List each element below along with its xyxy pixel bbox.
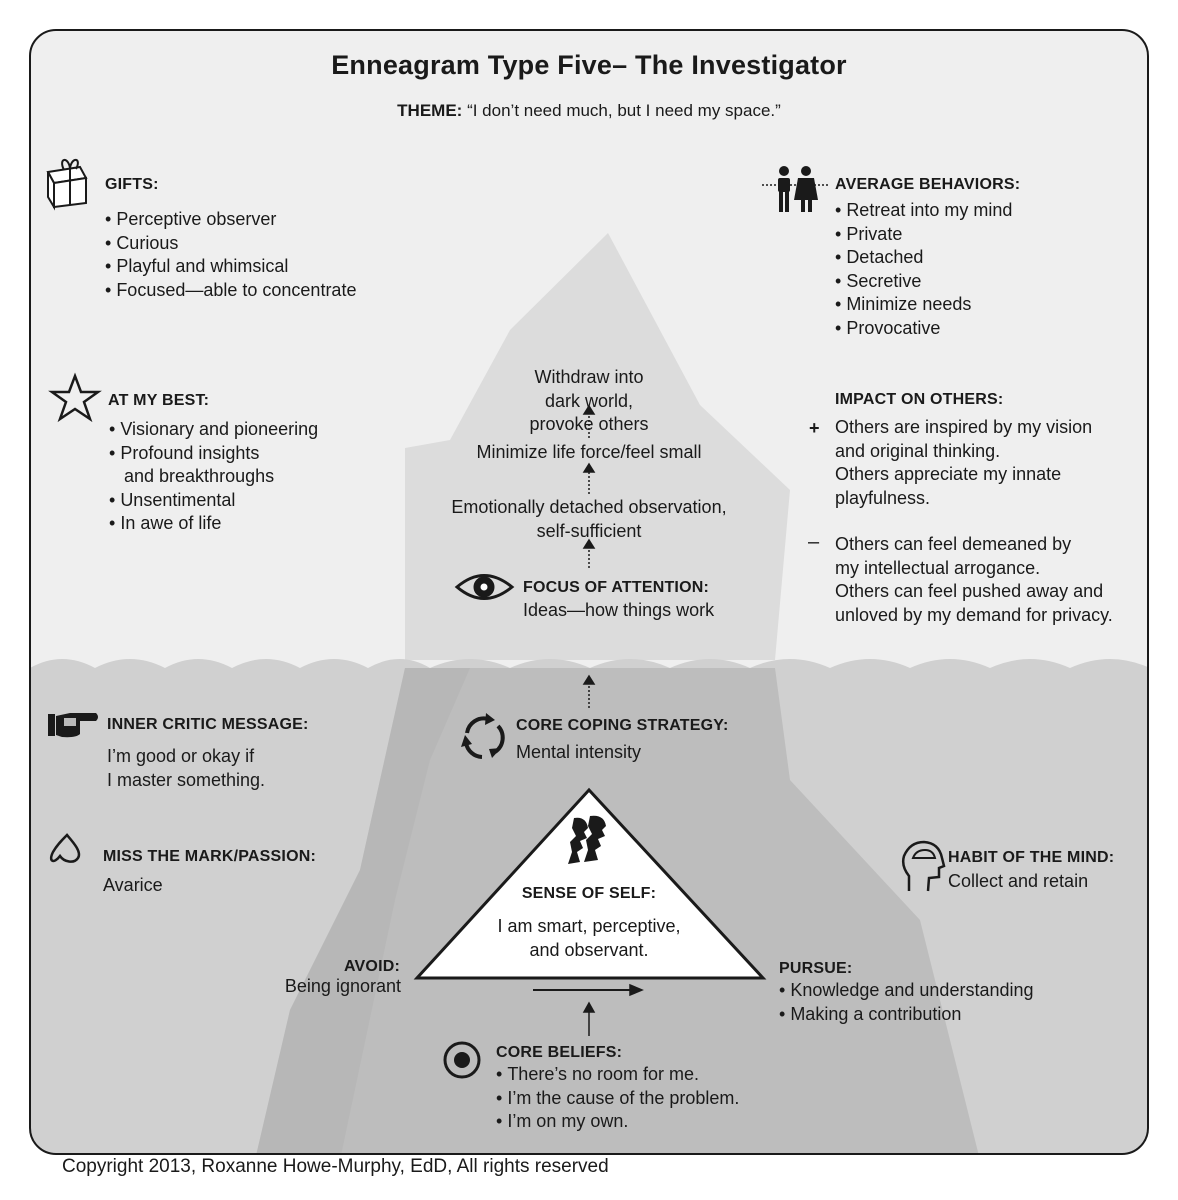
- core-beliefs-list: There’s no room for me. I’m the cause of…: [496, 1063, 739, 1134]
- progression-top: Withdraw into dark world, provoke others: [469, 366, 709, 437]
- list-item: and breakthroughs: [124, 466, 275, 486]
- miss-mark-text: Avarice: [103, 875, 163, 895]
- list-item: • Visionary and pioneering: [109, 419, 319, 439]
- list-item: I’m on my own.: [496, 1110, 739, 1134]
- impact-line: Others can feel demeaned by: [835, 534, 1072, 554]
- gifts-heading: GIFTS:: [105, 176, 159, 193]
- list-item: Knowledge and understanding: [779, 979, 1033, 1003]
- list-item: There’s no room for me.: [496, 1063, 739, 1087]
- list-item: Private: [835, 223, 1012, 247]
- sense-of-self-heading: SENSE OF SELF:: [521, 885, 657, 902]
- copyright: Copyright 2013, Roxanne Howe-Murphy, EdD…: [62, 1156, 609, 1177]
- list-item: • In awe of life: [109, 513, 222, 533]
- impact-positive: Others are inspired by my vision and ori…: [835, 416, 1092, 510]
- impact-line: playfulness.: [835, 487, 931, 508]
- list-item: Perceptive observer: [105, 208, 356, 232]
- page-title: Enneagram Type Five– The Investigator: [331, 50, 847, 80]
- inner-critic-line: I’m good or okay if: [107, 746, 255, 766]
- heart-icon: [49, 833, 81, 863]
- list-item: Making a contribution: [779, 1003, 1034, 1027]
- list-item: Minimize needs: [835, 293, 1012, 317]
- target-icon: [443, 1041, 481, 1079]
- impact-negative: Others can feel demeaned by my intellect…: [835, 533, 1113, 627]
- list-item: I’m the cause of the problem.: [496, 1087, 739, 1111]
- sense-of-self-triangle: [413, 787, 767, 980]
- frame-border: [29, 29, 1149, 1155]
- list-item: Provocative: [835, 317, 1012, 341]
- avoid-heading: AVOID:: [343, 958, 400, 975]
- star-icon: [48, 372, 102, 423]
- list-item: Secretive: [835, 270, 1012, 294]
- impact-heading: IMPACT ON OTHERS:: [835, 391, 1004, 408]
- at-my-best-list: • Visionary and pioneering • Profound in…: [109, 418, 318, 536]
- progression-line: self-sufficient: [536, 520, 642, 541]
- list-item: Playful and whimsical: [105, 255, 356, 279]
- list-item: Retreat into my mind: [835, 199, 1012, 223]
- progression-line: provoke others: [529, 414, 649, 434]
- focus-text: Ideas—how things work: [523, 600, 715, 620]
- habit-heading: HABIT OF THE MIND:: [948, 849, 1115, 866]
- impact-line: and original thinking.: [835, 440, 1001, 461]
- list-item: Detached: [835, 246, 1012, 270]
- inner-critic-text: I’m good or okay if I master something.: [107, 745, 265, 792]
- faces-icon: [568, 815, 606, 864]
- iceberg-shadow: [255, 668, 470, 1154]
- theme: THEME: “I don’t need much, but I need my…: [0, 101, 1178, 121]
- theme-text: “I don’t need much, but I need my space.…: [467, 101, 781, 120]
- list-item: • Unsentimental: [109, 489, 236, 510]
- eye-icon: [454, 574, 515, 600]
- pointing-hand-icon: [48, 713, 98, 738]
- cycle-arrows-icon: [461, 713, 505, 759]
- sense-of-self-text: I am smart, perceptive, and observant.: [469, 915, 709, 962]
- plus-sign: +: [809, 418, 820, 438]
- list-item: • Profound insights: [109, 442, 260, 463]
- progression-middle: Minimize life force/feel small: [476, 442, 702, 462]
- miss-mark-heading: MISS THE MARK/PASSION:: [103, 848, 317, 865]
- impact-line: Others appreciate my innate: [835, 464, 1062, 484]
- impact-line: unloved by my demand for privacy.: [835, 604, 1113, 625]
- coping-heading: CORE COPING STRATEGY:: [516, 717, 729, 734]
- progression-line: Withdraw into: [534, 367, 644, 387]
- list-item: Curious: [105, 232, 356, 256]
- progression-lower: Emotionally detached observation, self-s…: [429, 496, 749, 543]
- head-icon: [901, 840, 946, 892]
- impact-line: my intellectual arrogance.: [835, 557, 1041, 578]
- habit-text: Collect and retain: [948, 871, 1089, 891]
- gift-icon: [46, 158, 88, 211]
- inner-critic-line: I master something.: [107, 769, 266, 790]
- average-behaviors-heading: AVERAGE BEHAVIORS:: [835, 176, 1021, 193]
- inner-critic-heading: INNER CRITIC MESSAGE:: [107, 716, 309, 733]
- progression-arrows: [533, 404, 644, 1036]
- impact-line: Others can feel pushed away and: [835, 581, 1104, 601]
- progression-line: dark world,: [544, 390, 634, 411]
- pursue-list: Knowledge and understanding Making a con…: [779, 979, 1034, 1027]
- average-behaviors-list: Retreat into my mind Private Detached Se…: [835, 199, 1012, 340]
- focus-heading: FOCUS OF ATTENTION:: [523, 579, 710, 596]
- couple-icon: [762, 166, 830, 212]
- sense-of-self-line: and observant.: [529, 939, 649, 960]
- coping-text: Mental intensity: [516, 742, 642, 762]
- avoid-text: Being ignorant: [284, 976, 401, 996]
- core-beliefs-heading: CORE BELIEFS:: [496, 1044, 623, 1061]
- gifts-list: Perceptive observer Curious Playful and …: [105, 208, 356, 302]
- sense-of-self-line: I am smart, perceptive,: [497, 916, 681, 936]
- pursue-heading: PURSUE:: [779, 960, 853, 977]
- impact-line: Others are inspired by my vision: [835, 417, 1093, 437]
- progression-line: Emotionally detached observation,: [451, 497, 727, 517]
- minus-sign: –: [808, 531, 820, 553]
- list-item: Focused—able to concentrate: [105, 279, 356, 303]
- iceberg-tip: [405, 233, 790, 660]
- at-my-best-heading: AT MY BEST:: [108, 392, 210, 409]
- theme-label: THEME:: [397, 101, 463, 120]
